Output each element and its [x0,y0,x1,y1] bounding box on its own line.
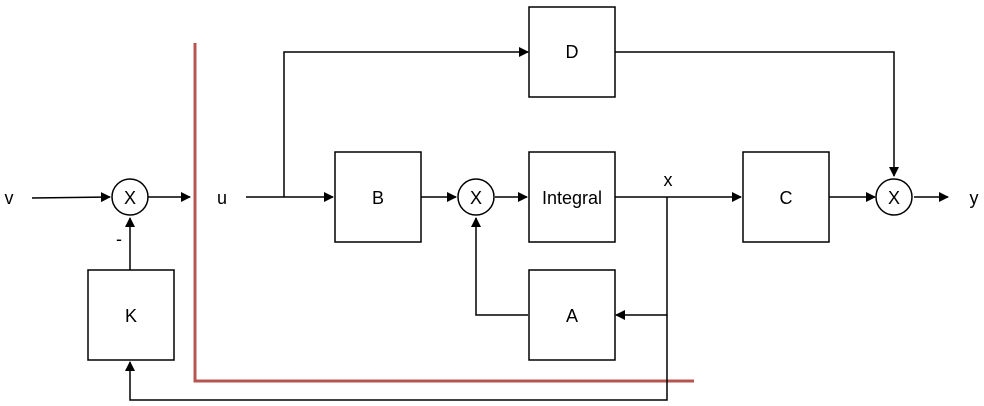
block-d: D [528,6,616,98]
signal-v-label: v [5,188,14,208]
summing-junction-state-label: X [470,188,482,208]
signal-y-label: y [970,188,979,208]
block-integral-label: Integral [542,188,602,208]
summing-junction-output: X [875,178,913,216]
block-c-label: C [780,188,793,208]
wire-v-to-sum1 [31,192,111,203]
signal-u-label: u [217,188,227,208]
minus-sign-label: - [116,229,122,249]
summing-junction-output-label: X [888,188,900,208]
block-k: K [87,269,175,361]
summing-junction-input: X [111,178,149,216]
wire-x-to-k [125,315,668,401]
block-b-label: B [372,188,384,208]
block-k-label: K [125,306,137,326]
block-a-label: A [566,306,578,326]
wire-d-to-sum3 [614,51,899,177]
summing-junction-state: X [457,178,495,216]
wire-u-to-d [283,47,529,197]
summing-junction-input-label: X [124,188,136,208]
block-b: B [334,151,422,243]
block-integral: Integral [528,151,616,243]
block-d-label: D [566,42,579,62]
signal-x-label: x [664,170,673,190]
block-c: C [742,151,830,243]
block-a: A [528,269,616,361]
wire-x-to-a [615,197,668,320]
wire-a-to-sum2 [471,217,528,316]
separator-line [193,43,694,383]
